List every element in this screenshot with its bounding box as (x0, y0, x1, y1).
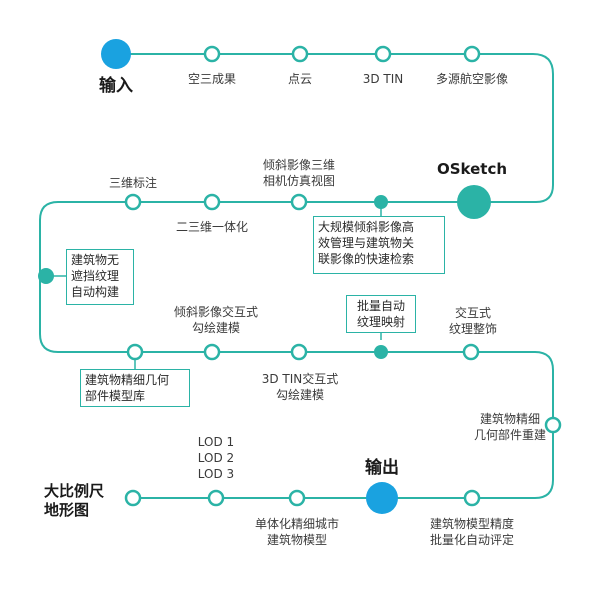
label-camera: 倾斜影像三维 相机仿真视图 (262, 158, 336, 188)
label-3dtin-model: 3D TIN交互式 勾绘建模 (261, 372, 339, 402)
node-hangkong (463, 45, 481, 63)
node-left (38, 268, 54, 284)
node-3dtin (374, 45, 392, 63)
node-city (288, 489, 306, 507)
label-jiaohu: 交互式 纹理整饰 (448, 306, 498, 336)
label-biaozhu: 三维标注 (108, 176, 158, 190)
label-right: 建筑物精细 几何部件重建 (474, 412, 547, 442)
label-yitihua: 二三维一体化 (175, 220, 249, 234)
label-hangkong: 多源航空影像 (435, 72, 509, 86)
node-right (544, 416, 562, 434)
label-osketch: OSketch (436, 160, 508, 178)
node-eval (463, 489, 481, 507)
node-input (101, 39, 131, 69)
label-lod: LOD 1 LOD 2 LOD 3 (197, 435, 235, 481)
node-yitihua (203, 193, 221, 211)
label-dianyun: 点云 (287, 72, 313, 86)
box-batch: 批量自动 纹理映射 (346, 295, 416, 333)
node-3dtin-model (290, 343, 308, 361)
label-start: 大比例尺 地形图 (44, 482, 105, 519)
box-left: 建筑物无 遮挡纹理 自动构建 (66, 249, 134, 305)
node-biaozhu (124, 193, 142, 211)
label-city-model: 单体化精细城市 建筑物模型 (254, 517, 340, 547)
node-batch (374, 345, 388, 359)
node-jiaohu (462, 343, 480, 361)
box-lib: 建筑物精细几何 部件模型库 (80, 369, 190, 407)
node-output (366, 482, 398, 514)
node-manage (374, 195, 388, 209)
label-kongsan: 空三成果 (187, 72, 237, 86)
node-qingxie (203, 343, 221, 361)
node-lib (126, 343, 144, 361)
label-input: 输入 (99, 76, 133, 96)
label-output: 输出 (365, 458, 399, 478)
label-qingxie: 倾斜影像交互式 勾绘建模 (173, 305, 259, 335)
node-osketch (457, 185, 491, 219)
box-manage: 大规模倾斜影像高 效管理与建筑物关 联影像的快速检索 (313, 216, 445, 274)
label-3dtin: 3D TIN (362, 72, 404, 86)
node-kongsan (203, 45, 221, 63)
node-lod (207, 489, 225, 507)
label-eval: 建筑物模型精度 批量化自动评定 (429, 517, 515, 547)
node-dianyun (291, 45, 309, 63)
node-camera (290, 193, 308, 211)
node-start (124, 489, 142, 507)
